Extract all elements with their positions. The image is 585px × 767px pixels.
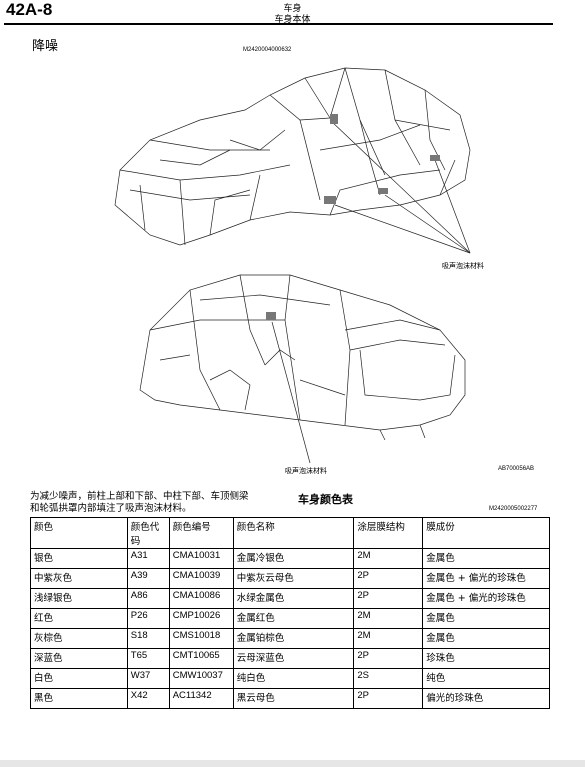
cell-color: 白色: [30, 668, 128, 689]
cell-code: A86: [126, 588, 170, 609]
cell-name: 云母深蓝色: [232, 648, 355, 669]
figure-ref-bottom: AB700056AB: [498, 466, 535, 472]
description-line-2: 和轮弧拱罩内部填注了吸声泡沫材料。: [30, 503, 192, 514]
header-color-code: 颜色代码: [126, 517, 170, 549]
car-body-front-view: [114, 67, 471, 246]
cell-film: 金属色 + 偏光的珍珠色: [422, 568, 550, 589]
table-row: 银色 A31 CMA10031 金属冷银色 2M 金属色: [30, 548, 550, 569]
table-row: 中紫灰色 A39 CMA10039 中紫灰云母色 2P 金属色 + 偏光的珍珠色: [30, 568, 550, 589]
table-ref: M2420005002277: [489, 506, 538, 512]
header-film-composition: 膜成份: [422, 517, 550, 549]
cell-number: CMP10026: [168, 608, 234, 629]
table-row: 黑色 X42 AC11342 黑云母色 2P 偏光的珍珠色: [30, 688, 550, 709]
table-row: 白色 W37 CMW10037 纯白色 2S 纯色: [30, 668, 550, 689]
cell-name: 水绿金属色: [232, 588, 355, 609]
table-header-row: 颜色 颜色代码 颜色编号 颜色名称 涂层膜结构 膜成份: [30, 517, 550, 549]
cell-color: 浅绿银色: [30, 588, 128, 609]
callout-bottom: 吸声泡沫材料: [285, 467, 327, 475]
cell-film: 纯色: [422, 668, 550, 689]
cell-number: CMA10031: [168, 548, 234, 569]
page-number: 42A-8: [6, 0, 53, 19]
cell-number: CMS10018: [168, 628, 234, 649]
table-row: 浅绿银色 A86 CMA10086 水绿金属色 2P 金属色 + 偏光的珍珠色: [30, 588, 550, 609]
cell-code: A39: [126, 568, 170, 589]
table-row: 深蓝色 T65 CMT10065 云母深蓝色 2P 珍珠色: [30, 648, 550, 669]
cell-color: 红色: [30, 608, 128, 629]
cell-name: 金属铂棕色: [232, 628, 355, 649]
cell-coating: 2M: [353, 548, 424, 569]
cell-color: 银色: [30, 548, 128, 569]
cell-coating: 2P: [353, 648, 424, 669]
cell-number: CMA10086: [168, 588, 234, 609]
cell-coating: 2M: [353, 628, 424, 649]
cell-film: 金属色: [422, 628, 550, 649]
cell-coating: 2S: [353, 668, 424, 689]
cell-number: AC11342: [168, 688, 234, 709]
table-title: 车身颜色表: [298, 493, 353, 506]
callout-top: 吸声泡沫材料: [442, 262, 484, 270]
bottom-scan-strip: [0, 760, 585, 767]
table-row: 灰棕色 S18 CMS10018 金属铂棕色 2M 金属色: [30, 628, 550, 649]
cell-code: S18: [126, 628, 170, 649]
cell-name: 金属红色: [232, 608, 355, 629]
cell-code: T65: [126, 648, 170, 669]
cell-film: 偏光的珍珠色: [422, 688, 550, 709]
cell-color: 灰棕色: [30, 628, 128, 649]
header-title: 车身: [283, 4, 302, 14]
body-illustrations: [114, 67, 471, 464]
cell-name: 黑云母色: [232, 688, 355, 709]
body-color-table: 颜色 颜色代码 颜色编号 颜色名称 涂层膜结构 膜成份 银色 A31 CMA10…: [30, 517, 550, 709]
header-coating-structure: 涂层膜结构: [353, 517, 424, 549]
cell-color: 深蓝色: [30, 648, 128, 669]
cell-name: 中紫灰云母色: [232, 568, 355, 589]
cell-number: CMT10065: [168, 648, 234, 669]
cell-number: CMA10039: [168, 568, 234, 589]
section-title: 降噪: [32, 39, 59, 54]
cell-film: 金属色: [422, 548, 550, 569]
cell-name: 纯白色: [232, 668, 355, 689]
cell-number: CMW10037: [168, 668, 234, 689]
header-subtitle: 车身本体: [274, 15, 311, 25]
description: 为减少噪声，前柱上部和下部、中柱下部、车顶侧梁 和轮弧拱罩内部填注了吸声泡沫材料…: [30, 491, 249, 515]
cell-film: 金属色: [422, 608, 550, 629]
cell-film: 金属色 + 偏光的珍珠色: [422, 588, 550, 609]
cell-name: 金属冷银色: [232, 548, 355, 569]
cell-code: A31: [126, 548, 170, 569]
description-line-1: 为减少噪声，前柱上部和下部、中柱下部、车顶侧梁: [30, 491, 249, 502]
cell-coating: 2P: [353, 568, 424, 589]
header-color: 颜色: [30, 517, 128, 549]
cell-color: 黑色: [30, 688, 128, 709]
cell-code: X42: [126, 688, 170, 709]
header-color-name: 颜色名称: [232, 517, 355, 549]
figure-ref-top: M2420004000632: [243, 47, 292, 53]
cell-coating: 2P: [353, 688, 424, 709]
cell-coating: 2M: [353, 608, 424, 629]
cell-film: 珍珠色: [422, 648, 550, 669]
header-divider: [4, 23, 553, 25]
cell-coating: 2P: [353, 588, 424, 609]
car-body-rear-view: [139, 274, 466, 441]
cell-code: W37: [126, 668, 170, 689]
cell-color: 中紫灰色: [30, 568, 128, 589]
cell-code: P26: [126, 608, 170, 629]
table-row: 红色 P26 CMP10026 金属红色 2M 金属色: [30, 608, 550, 629]
header-color-number: 颜色编号: [168, 517, 234, 549]
